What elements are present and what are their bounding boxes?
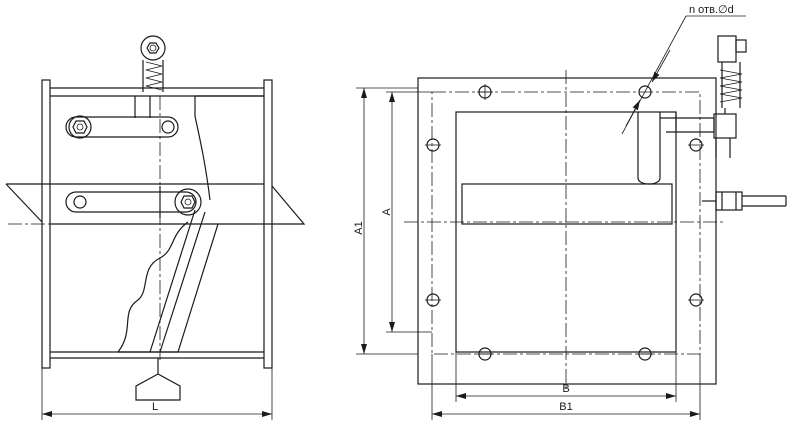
dim-outer-height: A1 [353,87,418,355]
dim-outer-width: B1 [431,354,701,420]
side-mechanism [660,35,787,211]
dim-inner-width: B [455,352,677,402]
holes-callout-label: n отв.∅d [689,4,734,16]
spring-top [140,35,166,92]
dim-length-label: L [152,401,158,413]
holes-callout: n отв.∅d [621,4,746,135]
side-view: L [5,35,306,420]
middle-rod [65,186,202,218]
dim-inner-width-label: B [562,383,569,395]
blade-upper [194,96,211,201]
damper-blade [461,183,673,225]
dim-inner-height: A [381,91,432,333]
support-foot [135,358,181,401]
outer-frame [417,77,717,385]
dim-inner-height-label: A [381,208,393,216]
dim-outer-width-label: B1 [559,401,572,413]
upper-lever [65,96,179,139]
dim-outer-height-label: A1 [353,221,365,234]
bolt-holes [425,84,704,361]
blade-lower [117,209,219,353]
front-view: A1 A B B1 n отв.∅d [353,4,787,420]
arm-slot [637,112,661,185]
dim-length: L [41,368,273,420]
